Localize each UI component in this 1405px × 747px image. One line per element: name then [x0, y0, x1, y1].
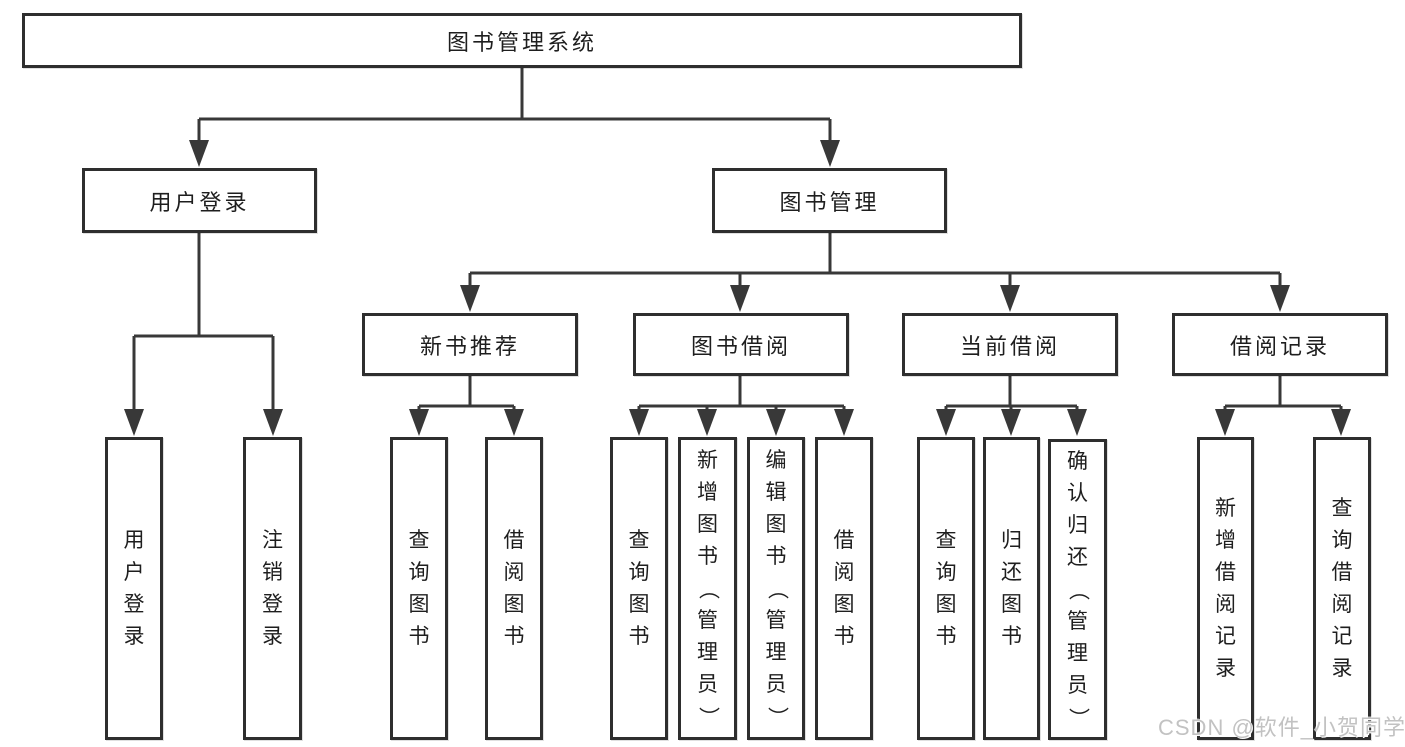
connector-new-book-children [417, 376, 516, 411]
arrowhead-leaf [936, 409, 956, 436]
arrowhead-user-login [189, 140, 209, 167]
node-root-system: 图书管理系统 [22, 13, 1022, 68]
arrowhead-leaf-logout [263, 409, 283, 436]
arrowhead-leaf [409, 409, 429, 436]
leaf-edit-books-admin: 编辑图书（管理员） [747, 437, 805, 740]
node-current-borrow: 当前借阅 [902, 313, 1118, 376]
arrowhead-book-borrow [730, 285, 750, 312]
leaf-add-books-admin: 新增图书（管理员） [678, 437, 737, 740]
leaf-query-borrow-record: 查询借阅记录 [1313, 437, 1371, 740]
leaf-label: 用户登录 [123, 528, 145, 648]
leaf-label: 查询图书 [935, 528, 957, 648]
leaf-label: 注销登录 [262, 528, 283, 648]
arrowhead-leaf [1001, 409, 1021, 436]
arrowhead-leaf [834, 409, 854, 436]
leaf-recommend-query-books: 查询图书 [390, 437, 448, 740]
node-label: 用户登录 [149, 189, 250, 215]
leaf-label: 借阅图书 [503, 528, 525, 648]
connector-root-to-level2 [197, 68, 832, 141]
leaf-label: 借阅图书 [833, 528, 855, 648]
node-borrow-records: 借阅记录 [1172, 313, 1388, 376]
node-label: 新书推荐 [419, 333, 520, 359]
node-root-label: 图书管理系统 [446, 29, 597, 55]
arrowhead-new-book [460, 285, 480, 312]
arrowhead-leaf [1067, 409, 1087, 436]
leaf-current-query-books: 查询图书 [917, 437, 975, 740]
node-label: 图书管理 [779, 189, 880, 215]
node-book-borrow: 图书借阅 [633, 313, 849, 376]
leaf-recommend-borrow-books: 借阅图书 [485, 437, 543, 740]
connector-book-management-children [468, 233, 1282, 287]
node-label: 图书借阅 [690, 333, 791, 359]
leaf-add-borrow-record: 新增借阅记录 [1197, 437, 1254, 740]
connector-user-login-children [132, 233, 275, 411]
leaf-logout: 注销登录 [243, 437, 302, 740]
leaf-label: 查询图书 [628, 528, 650, 648]
node-book-management: 图书管理 [712, 168, 947, 233]
watermark: CSDN @软件_小贺同学 [1158, 715, 1405, 740]
node-label: 借阅记录 [1229, 333, 1330, 359]
connector-borrow-records-children [1223, 376, 1343, 411]
leaf-label: 确认归还（管理员） [1066, 449, 1090, 729]
leaf-label: 查询借阅记录 [1331, 496, 1353, 680]
leaf-user-login: 用户登录 [105, 437, 163, 740]
leaf-borrow-query-books: 查询图书 [610, 437, 668, 740]
node-label: 当前借阅 [959, 333, 1060, 359]
leaf-label: 编辑图书（管理员） [765, 448, 788, 728]
connector-current-borrow-children [944, 376, 1079, 411]
arrowhead-borrow-records [1270, 285, 1290, 312]
arrowhead-leaf [766, 409, 786, 436]
leaf-return-books: 归还图书 [983, 437, 1040, 740]
leaf-label: 新增借阅记录 [1215, 496, 1236, 680]
arrowhead-leaf [1331, 409, 1351, 436]
arrowhead-leaf [1215, 409, 1235, 436]
connector-book-borrow-children [637, 376, 846, 411]
arrowhead-book-management [820, 140, 840, 167]
node-new-book-recommend: 新书推荐 [362, 313, 578, 376]
arrowhead-leaf [629, 409, 649, 436]
node-user-login: 用户登录 [82, 168, 317, 233]
leaf-confirm-return-admin: 确认归还（管理员） [1048, 439, 1107, 740]
arrowhead-current-borrow [1000, 285, 1020, 312]
leaf-label: 新增图书（管理员） [696, 448, 720, 728]
arrowhead-leaf [697, 409, 717, 436]
leaf-borrow-borrow-books: 借阅图书 [815, 437, 873, 740]
leaf-label: 查询图书 [408, 528, 430, 648]
arrowhead-leaf [504, 409, 524, 436]
leaf-label: 归还图书 [1001, 528, 1022, 648]
arrowhead-leaf-login [124, 409, 144, 436]
